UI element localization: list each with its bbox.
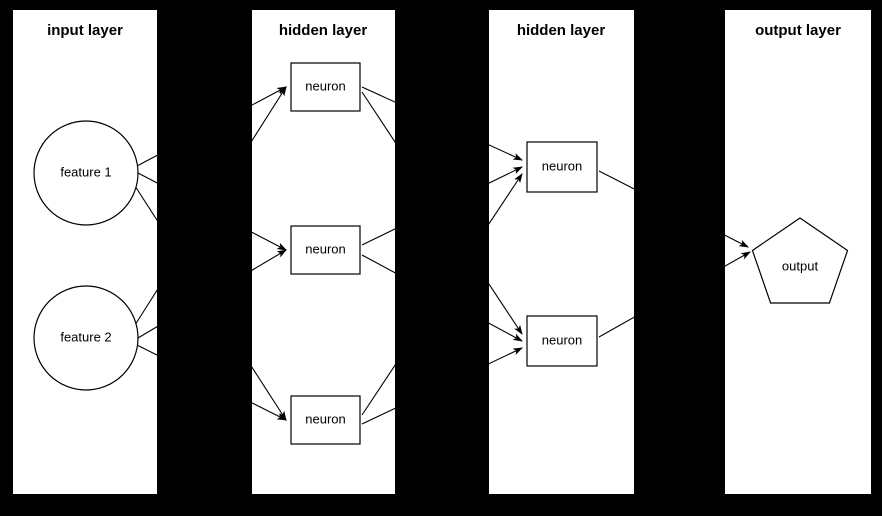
node-shape-feature-2 — [33, 285, 139, 391]
node-shape-h2-neuron-1 — [526, 141, 598, 193]
layer-titles: input layer hidden layer hidden layer outpu… — [47, 22, 841, 39]
edge-feature-1-to-h1-neuron-3 — [134, 185, 287, 421]
network-nodes: feature 1 feature 2 neuron neuron neuron neur… — [33, 62, 849, 445]
panel-title-hidden-layer-1: hidden layer — [279, 22, 368, 39]
node-label-feature-2: feature 2 — [60, 329, 111, 344]
node-shape-output-node — [751, 217, 849, 304]
edge-feature-2-to-h1-neuron-3 — [136, 344, 287, 421]
edge-h1-neuron-3-to-h2-neuron-1 — [361, 173, 523, 416]
panel-input-layer — [13, 10, 157, 494]
node-label-feature-1: feature 1 — [60, 164, 111, 179]
node-shape-h1-neuron-1 — [290, 62, 361, 112]
node-shape-feature-1 — [33, 120, 139, 226]
edge-feature-2-to-h1-neuron-2 — [137, 249, 287, 339]
edge-h2-neuron-1-to-output-node — [598, 170, 749, 248]
node-label-h2-neuron-1: neuron — [542, 158, 582, 173]
panel-title-output-layer: output layer — [755, 22, 841, 39]
edge-h1-neuron-2-to-h2-neuron-2 — [361, 254, 523, 342]
node-shape-h1-neuron-2 — [290, 225, 361, 275]
edge-feature-1-to-h1-neuron-1 — [136, 86, 287, 167]
edge-feature-2-to-h1-neuron-1 — [134, 86, 287, 326]
edge-feature-1-to-h1-neuron-2 — [137, 172, 287, 251]
panel-title-input-layer: input layer — [47, 22, 123, 39]
layer-panels — [13, 10, 871, 494]
node-label-h1-neuron-3: neuron — [305, 411, 345, 426]
edge-h2-neuron-2-to-output-node — [598, 251, 751, 338]
panel-title-hidden-layer-2: hidden layer — [517, 22, 606, 39]
panel-hidden-layer-2 — [489, 10, 634, 494]
edge-h1-neuron-3-to-h2-neuron-2 — [361, 347, 523, 425]
node-shape-h2-neuron-2 — [526, 315, 598, 367]
node-label-h1-neuron-1: neuron — [305, 78, 345, 93]
node-label-output-node: output — [782, 258, 819, 273]
connection-edges — [134, 86, 751, 425]
node-label-h2-neuron-2: neuron — [542, 332, 582, 347]
node-label-h1-neuron-2: neuron — [305, 241, 345, 256]
node-shape-h1-neuron-3 — [290, 395, 361, 445]
edge-h1-neuron-1-to-h2-neuron-1 — [361, 86, 524, 161]
edge-h1-neuron-1-to-h2-neuron-2 — [361, 91, 523, 335]
edge-h1-neuron-2-to-h2-neuron-1 — [361, 166, 523, 246]
